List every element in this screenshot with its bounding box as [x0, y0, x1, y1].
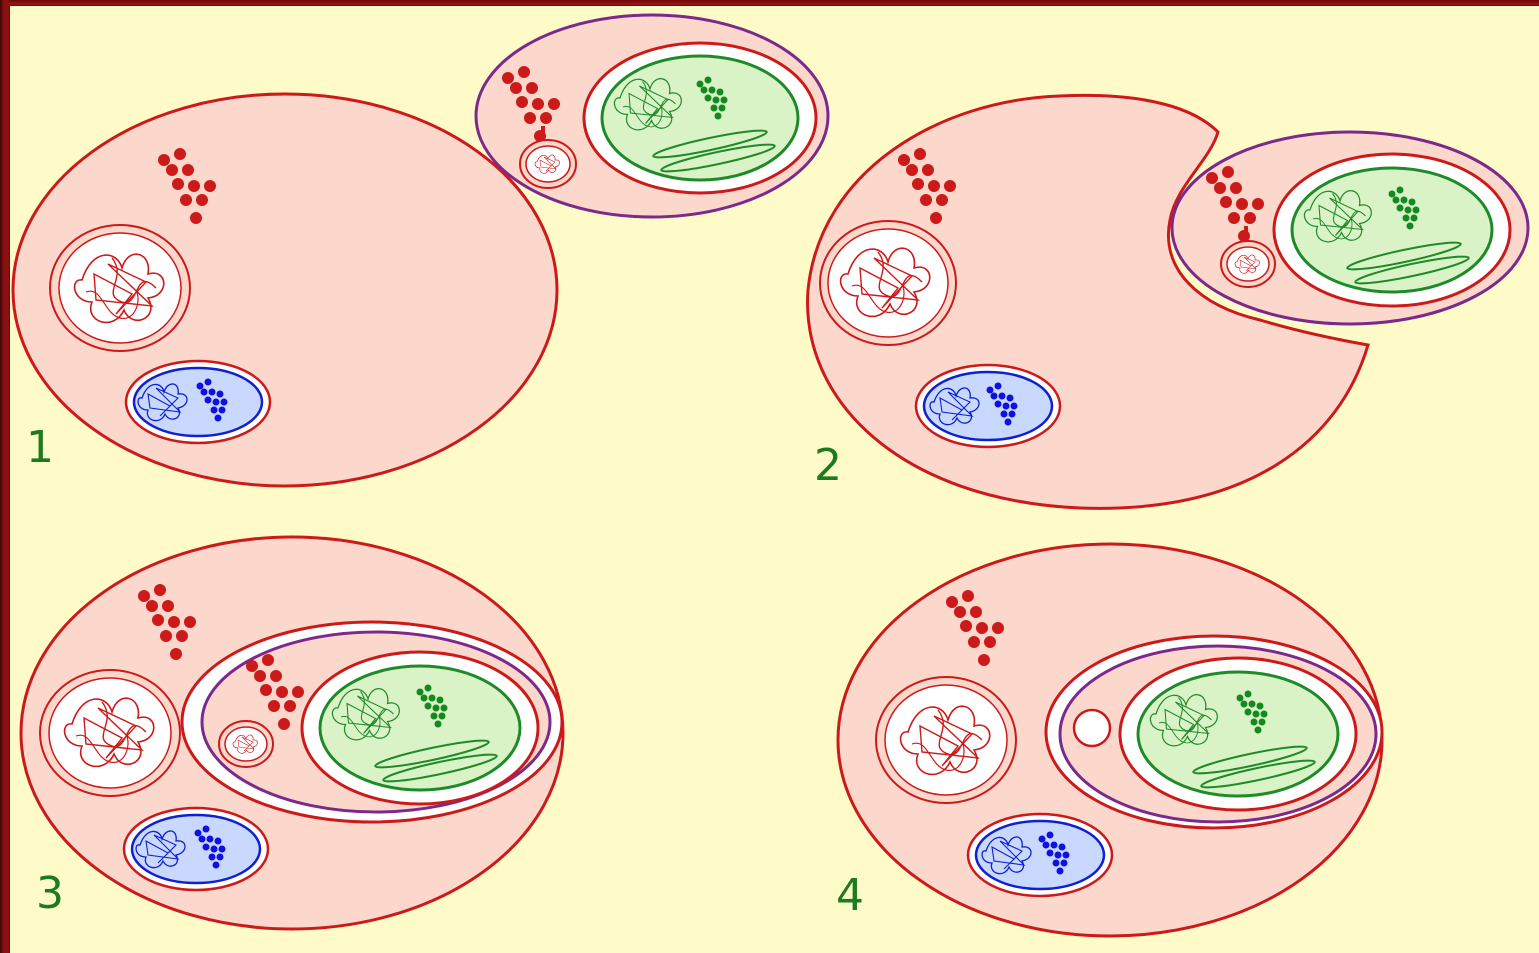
vestigial-vesicle-4	[1074, 710, 1110, 746]
stage-4: 4	[836, 544, 1382, 936]
mitochondrion-3	[124, 808, 268, 890]
stage-label-1: 1	[26, 422, 54, 473]
algal-symbiont-2	[1172, 132, 1528, 324]
engulfed-alga-3	[182, 622, 562, 822]
stage-1: 1	[13, 15, 828, 486]
nucleomorph-2	[1221, 241, 1275, 287]
stage-3: 3	[21, 537, 563, 929]
stage-2: 2	[808, 95, 1528, 508]
algal-symbiont-1	[476, 15, 828, 217]
host-nucleus-4	[876, 677, 1016, 803]
mitochondrion-1	[126, 361, 270, 443]
nucleomorph-1	[520, 140, 576, 188]
mitochondrion-4	[968, 814, 1112, 896]
chloroplast-4	[1120, 658, 1356, 810]
chloroplast-2	[1274, 154, 1510, 306]
stage-label-2: 2	[814, 440, 842, 491]
host-nucleus-1	[50, 225, 190, 351]
host-nucleus-2	[820, 221, 956, 345]
stage-label-4: 4	[836, 870, 864, 921]
stage-label-3: 3	[36, 868, 64, 919]
mitochondrion-2	[916, 365, 1060, 447]
nucleomorph-3	[219, 721, 273, 767]
host-nucleus-3	[40, 670, 180, 796]
chloroplast-3	[302, 652, 538, 804]
secondary-plastid-4	[1046, 636, 1382, 828]
